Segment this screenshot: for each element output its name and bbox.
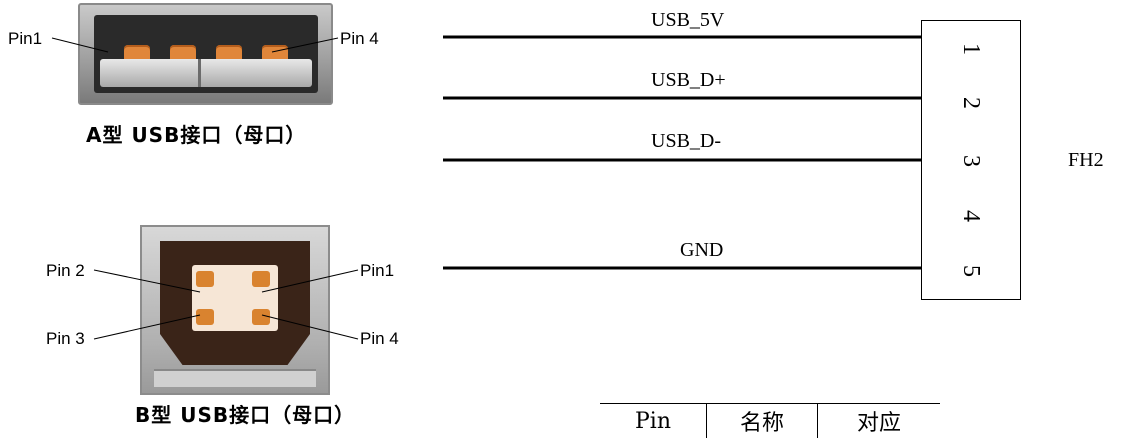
connector-pin-4: 4 (959, 201, 983, 231)
connector-fh2: 1 2 3 4 5 (921, 20, 1021, 300)
signal-label-usb-5v: USB_5V (651, 10, 724, 30)
usb-b-pin1-leader (262, 270, 358, 292)
table-header-row: Pin 名称 对应 (600, 404, 940, 438)
connector-name: FH2 (1068, 150, 1104, 170)
signal-label-usb-d-minus: USB_D- (651, 131, 721, 151)
connector-pin-2: 2 (959, 88, 983, 118)
usb-a-pin4-leader (272, 38, 338, 52)
usb-b-pin3-leader (94, 315, 200, 339)
table-header-name: 名称 (707, 404, 818, 438)
connector-pin-1: 1 (959, 34, 983, 64)
usb-a-pin1-leader (52, 38, 108, 52)
pin-mapping-table: Pin 名称 对应 (600, 403, 940, 438)
signal-label-gnd: GND (680, 240, 723, 260)
connector-pin-3: 3 (959, 146, 983, 176)
usb-b-pin4-leader (262, 315, 358, 339)
usb-b-pin2-leader (94, 270, 200, 292)
table-header-pin: Pin (600, 404, 707, 438)
signal-label-usb-d-plus: USB_D+ (651, 70, 726, 90)
table-header-mapping: 对应 (818, 404, 941, 438)
connector-pin-5: 5 (959, 256, 983, 286)
